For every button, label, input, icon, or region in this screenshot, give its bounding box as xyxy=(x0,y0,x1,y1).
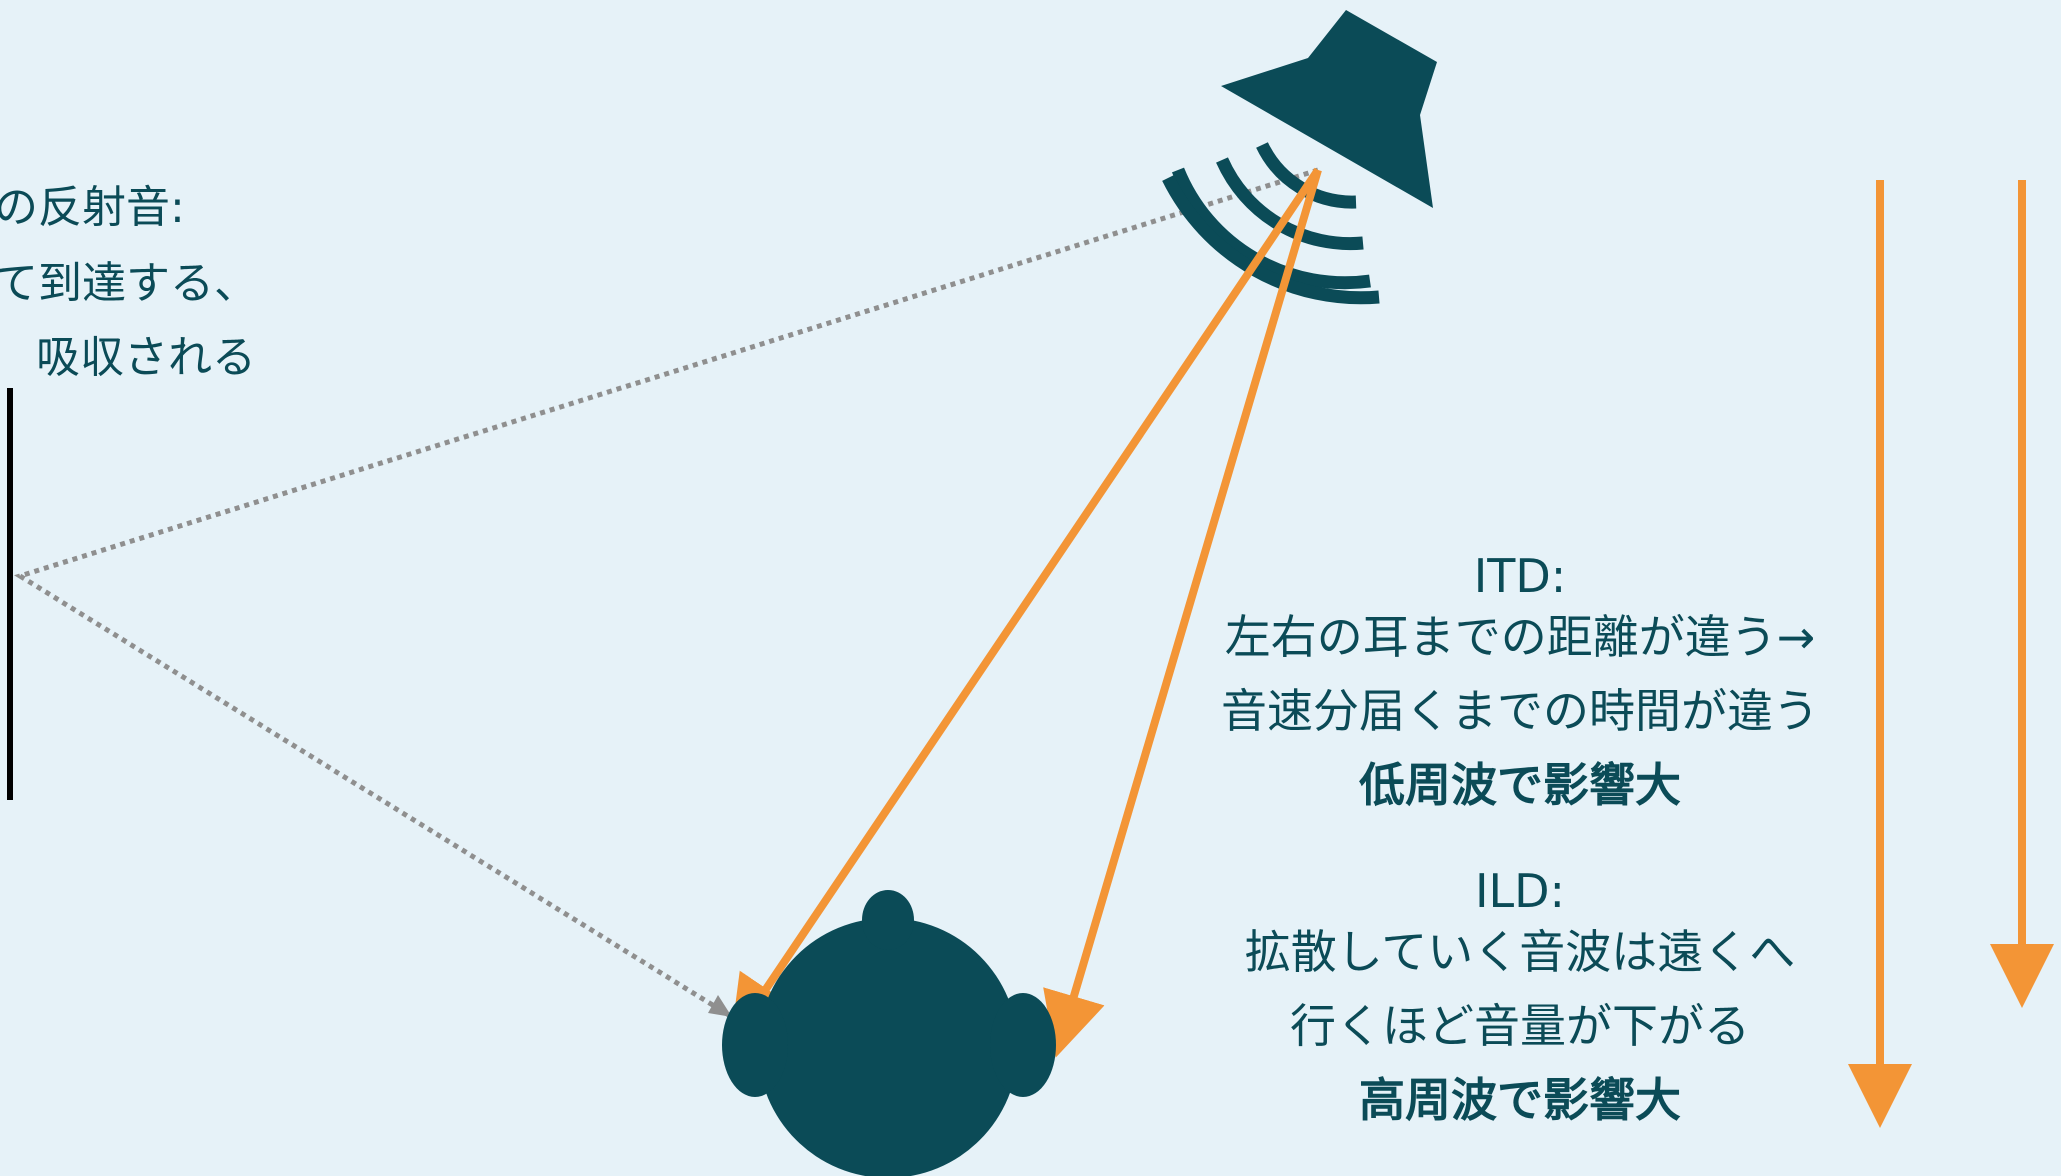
direct-sound-arrow-left-ear xyxy=(730,167,1322,1042)
itd-line-2: 音速分届くまでの時間が違う xyxy=(1221,684,1819,738)
itd-emphasis: 低周波で影響大 xyxy=(1359,758,1681,812)
head-icon xyxy=(722,890,1056,1176)
ild-emphasis: 高周波で影響大 xyxy=(1359,1073,1681,1127)
speaker-icon xyxy=(1221,10,1437,208)
ild-line-2: 行くほど音量が下がる xyxy=(1290,999,1750,1053)
itd-text-block: ITD: 左右の耳までの距離が違う→ 音速分届くまでの時間が違う 低周波で影響大 xyxy=(1170,540,1870,822)
ild-heading: ILD: xyxy=(1474,864,1566,918)
direct-sound-arrow-right-ear xyxy=(1043,168,1322,1058)
reflection-path xyxy=(14,167,1319,1020)
ild-text-block: ILD: 拡散していく音波は遠くへ 行くほど音量が下がる 高周波で影響大 xyxy=(1170,855,1870,1137)
reflection-line-2: て到達する、 xyxy=(0,258,258,309)
itd-heading: ITD: xyxy=(1473,549,1567,603)
sound-wave-icon xyxy=(1162,142,1380,305)
reflection-arrowhead xyxy=(708,995,732,1017)
reflection-line-3: 吸収される xyxy=(36,332,256,383)
itd-line-1: 左右の耳までの距離が違う→ xyxy=(1224,610,1816,664)
ild-line-1: 拡散していく音波は遠くへ xyxy=(1244,925,1796,979)
reflection-line-1: の反射音: xyxy=(0,182,185,233)
